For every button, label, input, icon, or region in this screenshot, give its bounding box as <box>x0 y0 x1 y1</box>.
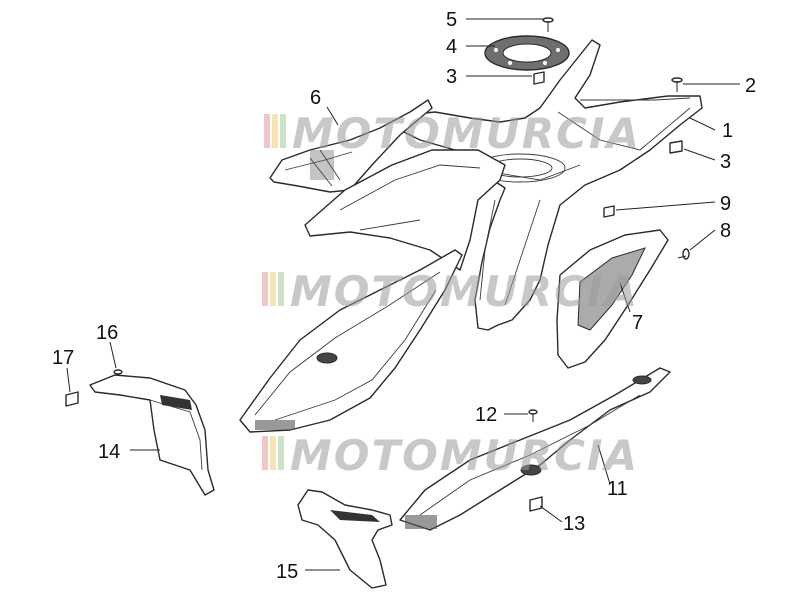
watermark-text: MOTOMURCIA <box>290 431 639 480</box>
watermark-text: MOTOMURCIA <box>292 109 641 158</box>
part-14-inner-lining <box>89 374 215 496</box>
callout-8: 8 <box>720 220 731 242</box>
callout-2: 2 <box>745 75 756 97</box>
leader-lines <box>66 18 740 571</box>
callout-9: 9 <box>720 193 731 215</box>
watermark-3: MOTOMURCIA <box>262 431 639 480</box>
part-17-clip <box>65 391 79 407</box>
inner-storage-panel <box>304 149 506 271</box>
part-16-screw <box>113 369 123 375</box>
footrest-panel-left <box>239 249 463 433</box>
callout-4: 4 <box>446 36 457 58</box>
part-7-side-grille-panel <box>556 229 669 369</box>
callout-3-right: 3 <box>720 151 731 173</box>
part-15-lower-bracket <box>297 489 393 589</box>
part-12-screw <box>528 409 538 422</box>
part-6-upper-side-panel <box>269 99 433 193</box>
callout-11: 11 <box>607 478 628 500</box>
callout-15: 15 <box>276 561 298 583</box>
callout-1: 1 <box>722 120 733 142</box>
part-13-clip <box>529 496 543 512</box>
watermark-1: MOTOMURCIA <box>264 109 641 158</box>
part-11-footrest-strip <box>399 367 671 531</box>
callout-13: 13 <box>563 513 585 535</box>
part-8-screw <box>677 248 690 260</box>
part-4-gasket-ring <box>484 35 570 71</box>
part-3-clip-nut-top <box>533 71 545 85</box>
watermark-group: MOTOMURCIA MOTOMURCIA MOTOMURCIA <box>262 109 641 480</box>
part-3-clip-nut-right <box>669 140 683 154</box>
callout-3-top: 3 <box>446 66 457 88</box>
watermark-2: MOTOMURCIA <box>262 267 639 316</box>
callout-7: 7 <box>632 312 643 334</box>
watermark-text: MOTOMURCIA <box>290 267 639 316</box>
part-2-screw <box>671 77 683 92</box>
callout-labels: 5 4 3 6 2 1 3 9 8 7 16 17 14 12 11 13 15 <box>52 9 756 583</box>
callout-12: 12 <box>475 404 497 426</box>
callout-14: 14 <box>98 441 120 463</box>
part-9-clip <box>603 205 615 218</box>
callout-6: 6 <box>310 87 321 109</box>
callout-5: 5 <box>446 9 457 31</box>
callout-17: 17 <box>52 347 74 369</box>
part-5-screw <box>542 17 554 32</box>
callout-16: 16 <box>96 322 118 344</box>
